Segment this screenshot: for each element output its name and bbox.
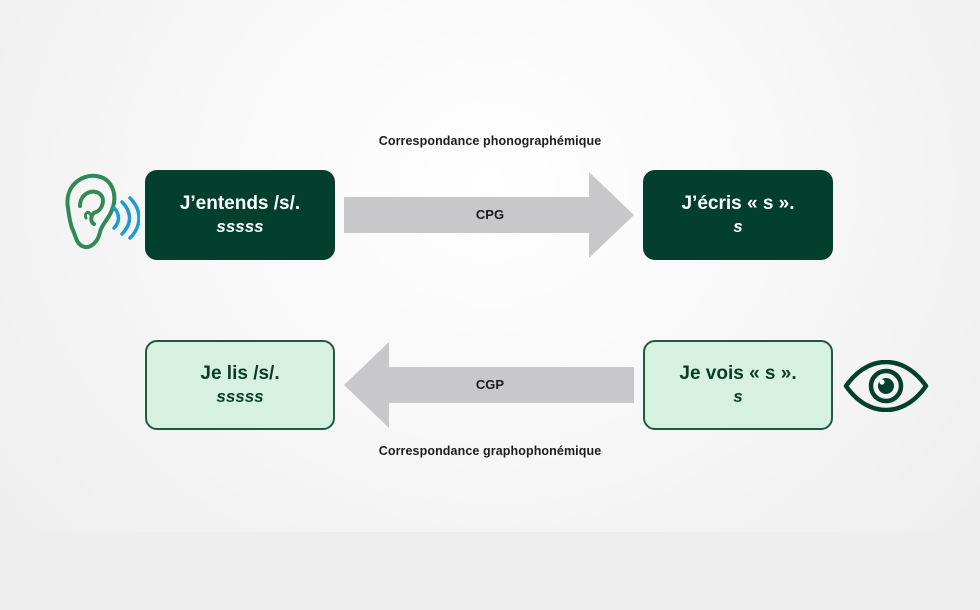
caption-graphophonemique: Correspondance graphophonémique — [378, 444, 602, 458]
arrow-cpg — [344, 172, 634, 258]
arrow-cgp — [344, 342, 634, 428]
box-read-line2: sssss — [216, 387, 264, 406]
ear-icon — [65, 173, 117, 249]
box-write-line1: J’écris « s ». — [681, 193, 795, 214]
box-see-line1: Je vois « s ». — [679, 363, 797, 384]
box-write-line2: s — [733, 217, 743, 236]
box-hear: J’entends /s/. sssss — [145, 170, 335, 260]
box-hear-line2: sssss — [216, 217, 264, 236]
box-write: J’écris « s ». s — [643, 170, 833, 260]
caption-phonographemique: Correspondance phonographémique — [378, 134, 602, 148]
box-hear-line1: J’entends /s/. — [179, 193, 301, 214]
arrow-cgp-label: CGP — [475, 377, 505, 392]
bottom-band — [0, 532, 980, 610]
arrow-cpg-label: CPG — [475, 207, 505, 222]
eye-icon — [843, 360, 929, 412]
sound-waves-icon — [112, 196, 140, 240]
box-see-line2: s — [733, 387, 743, 406]
box-see: Je vois « s ». s — [643, 340, 833, 430]
box-read-line1: Je lis /s/. — [200, 363, 280, 384]
box-read: Je lis /s/. sssss — [145, 340, 335, 430]
